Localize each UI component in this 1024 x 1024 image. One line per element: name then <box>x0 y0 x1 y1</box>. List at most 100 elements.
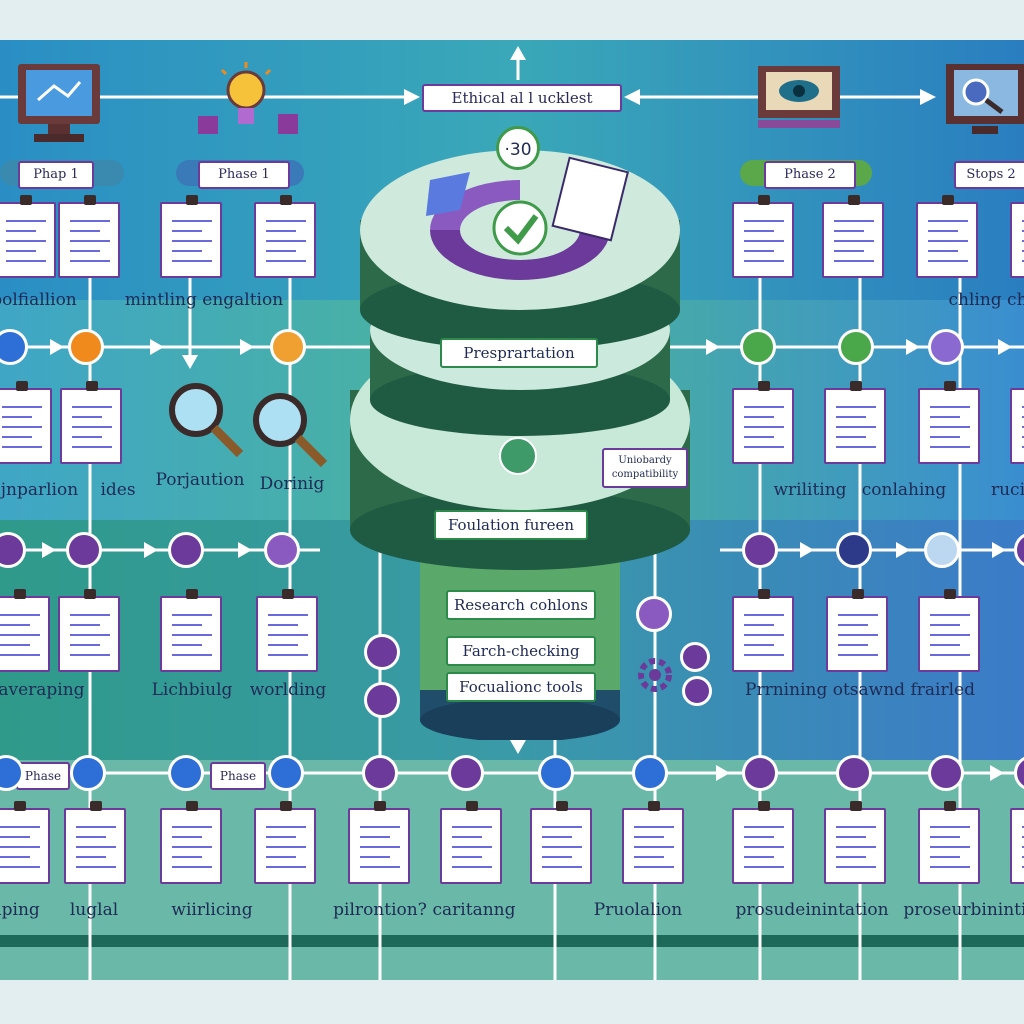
document-line <box>836 856 866 858</box>
document-line <box>266 826 306 828</box>
document-line <box>6 260 46 262</box>
document-line <box>172 634 212 636</box>
step-node <box>680 642 710 672</box>
document-card <box>1010 388 1024 464</box>
document-card <box>0 589 50 672</box>
document-line <box>930 634 970 636</box>
document-line <box>360 846 400 848</box>
document-line <box>930 654 970 656</box>
document-line <box>928 250 958 252</box>
document-line <box>452 846 492 848</box>
document-card <box>254 195 316 278</box>
document-line <box>744 416 774 418</box>
step-node <box>0 532 26 568</box>
document-line <box>1022 406 1024 408</box>
document-line <box>172 250 202 252</box>
document-line <box>2 446 42 448</box>
check-icon <box>838 329 874 365</box>
document-line <box>76 856 106 858</box>
document-line <box>744 836 774 838</box>
document-line <box>1022 416 1024 418</box>
search-monitor-icon <box>946 64 1024 134</box>
document-card <box>1010 808 1024 884</box>
document-line <box>360 866 400 868</box>
document-line <box>1022 826 1024 828</box>
document-line <box>542 856 572 858</box>
compatibility-tag: Uniobardy compatibility <box>602 448 688 488</box>
document-line <box>744 436 774 438</box>
document-card <box>732 381 794 464</box>
document-line <box>930 866 970 868</box>
document-line <box>360 836 390 838</box>
row4-label: prosudeinintation <box>735 900 889 920</box>
document-line <box>744 406 784 408</box>
step-node <box>928 329 964 365</box>
document-line <box>930 846 970 848</box>
document-line <box>0 846 40 848</box>
document-line <box>834 240 874 242</box>
check-icon <box>928 755 964 791</box>
document-card <box>622 801 684 884</box>
document-card <box>530 801 592 884</box>
document-card <box>256 589 318 672</box>
document-line <box>634 846 674 848</box>
lightbulb-icon <box>198 62 298 134</box>
row4-label: proseurbinintia <box>903 900 1024 920</box>
document-line <box>744 250 774 252</box>
document-line <box>70 260 110 262</box>
document-line <box>744 644 774 646</box>
document-line <box>172 644 202 646</box>
row4-phase-tag: Phase <box>16 762 70 790</box>
document-line <box>744 614 784 616</box>
document-card <box>732 195 794 278</box>
document-line <box>268 624 298 626</box>
document-line <box>1022 836 1024 838</box>
document-line <box>452 866 492 868</box>
document-line <box>0 866 40 868</box>
document-line <box>266 250 296 252</box>
document-line <box>172 654 212 656</box>
document-line <box>76 866 116 868</box>
document-line <box>838 634 878 636</box>
document-line <box>266 836 296 838</box>
document-line <box>930 826 970 828</box>
document-line <box>70 634 110 636</box>
document-line <box>542 866 582 868</box>
document-line <box>1022 230 1024 232</box>
row4-label: Pruolalion <box>593 900 683 920</box>
check-icon <box>264 532 300 568</box>
document-card <box>1010 202 1024 278</box>
step-node <box>68 329 104 365</box>
document-line <box>72 416 102 418</box>
document-line <box>172 614 212 616</box>
document-card <box>826 589 888 672</box>
document-line <box>930 836 960 838</box>
document-line <box>266 846 306 848</box>
count-badge: ·30 <box>496 126 540 170</box>
document-card <box>822 195 884 278</box>
row4-label: pilrontion? <box>333 900 427 920</box>
document-card <box>732 589 794 672</box>
row4-label: lping <box>0 900 40 920</box>
check-icon <box>168 755 204 791</box>
document-line <box>836 846 876 848</box>
document-line <box>930 426 970 428</box>
document-line <box>360 856 390 858</box>
document-line <box>1022 220 1024 222</box>
check-icon <box>836 755 872 791</box>
document-line <box>268 634 308 636</box>
document-line <box>70 644 100 646</box>
document-card <box>58 589 120 672</box>
document-line <box>268 654 308 656</box>
document-line <box>542 836 572 838</box>
step-node <box>0 329 28 365</box>
row2-label: wriliting <box>773 480 847 500</box>
document-line <box>836 436 866 438</box>
document-card <box>918 381 980 464</box>
phase-tag-1: Phap 1 <box>18 161 94 189</box>
document-line <box>72 406 112 408</box>
document-line <box>744 260 784 262</box>
document-line <box>6 250 36 252</box>
document-line <box>76 826 116 828</box>
row4-phase-tag: Phase <box>210 762 266 790</box>
